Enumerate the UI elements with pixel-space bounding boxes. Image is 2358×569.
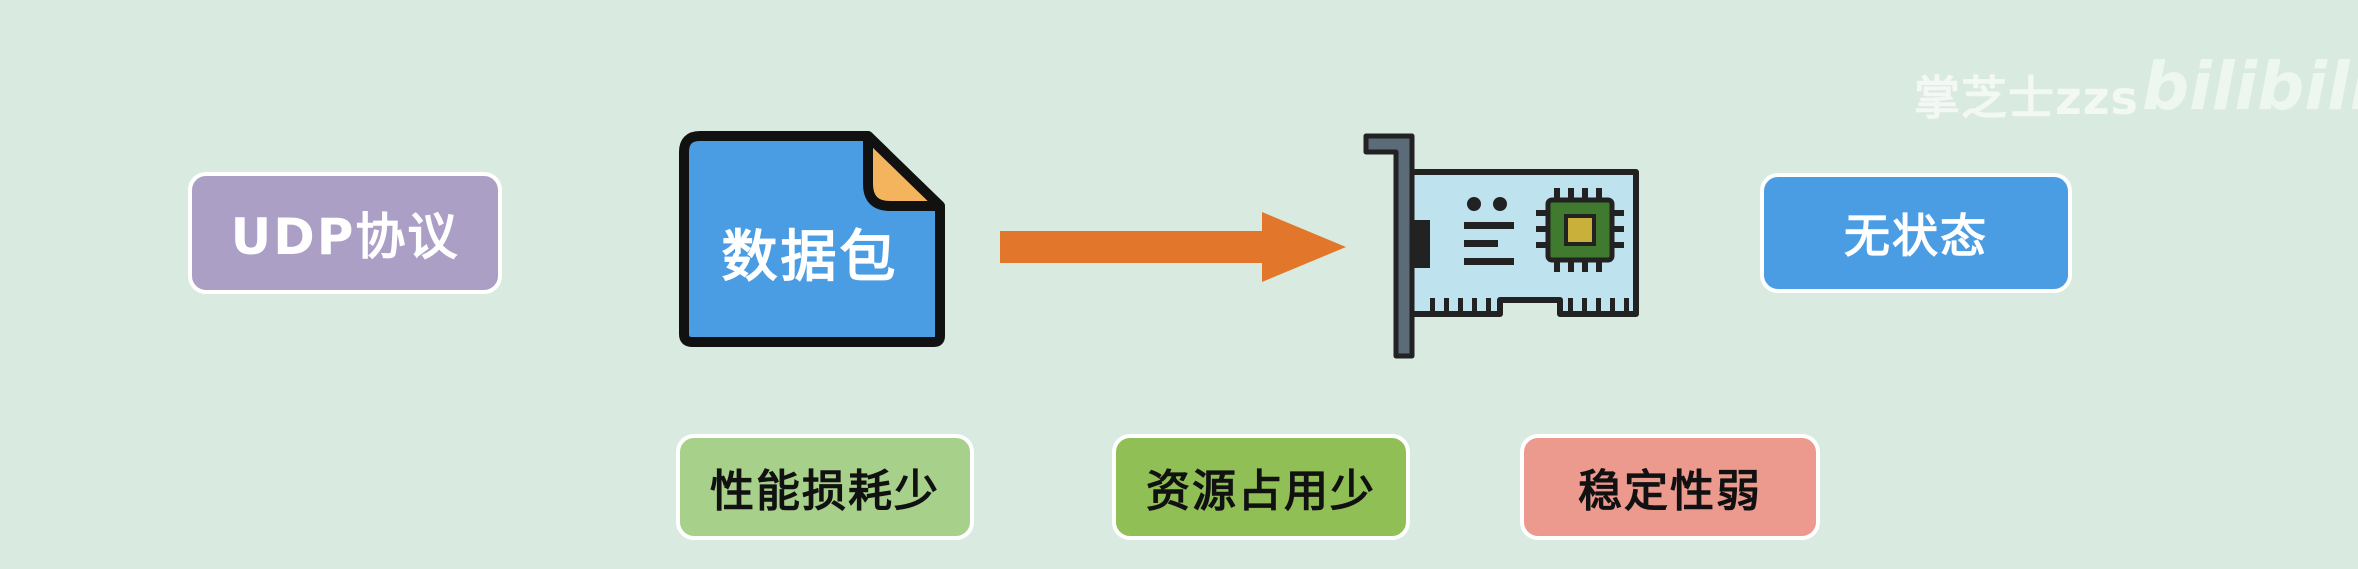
connector-pins — [1430, 298, 1629, 314]
network-card-icon — [1363, 133, 1639, 359]
chip-icon — [1536, 188, 1624, 272]
packet-label: 数据包 — [721, 224, 899, 290]
arrow-right-icon — [1000, 212, 1346, 282]
document-icon — [679, 131, 945, 347]
udp-protocol-label: UDP协议 — [188, 172, 502, 294]
low-resource-usage-label: 资源占用少 — [1112, 434, 1410, 540]
stateless-label: 无状态 — [1760, 173, 2072, 293]
watermark-text: 掌芝士zzs — [1914, 71, 2139, 125]
led-dot — [1467, 197, 1481, 211]
led-dot — [1493, 197, 1507, 211]
bilibili-logo: bilibili — [2142, 48, 2358, 125]
weak-stability-label: 稳定性弱 — [1520, 434, 1820, 540]
low-performance-cost-label: 性能损耗少 — [676, 434, 974, 540]
